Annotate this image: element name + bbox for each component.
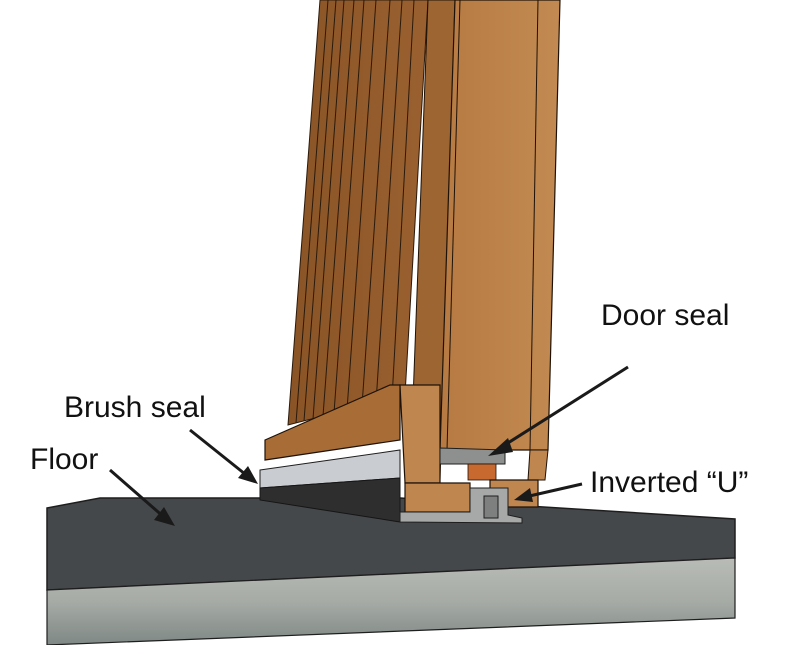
label-floor: Floor	[30, 443, 99, 476]
label-brush-seal: Brush seal	[64, 391, 206, 424]
floor-slab	[46, 497, 736, 645]
label-inverted-u: Inverted “U”	[590, 466, 749, 499]
door-seal-bar	[439, 447, 506, 465]
door-seal-block	[467, 463, 497, 481]
callout-arrows	[109, 365, 629, 526]
door-slats	[287, 0, 429, 426]
bottom-rail	[264, 384, 401, 461]
label-door-seal: Door seal	[601, 299, 730, 332]
door-frame	[399, 0, 561, 484]
inverted-u-channel	[399, 487, 523, 524]
lower-block-left	[404, 482, 471, 513]
